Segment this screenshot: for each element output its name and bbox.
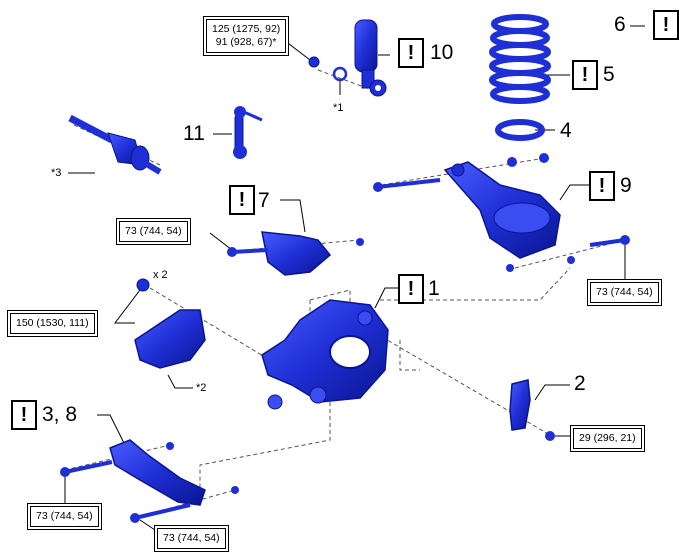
caution-icon-9: ! <box>589 171 615 201</box>
caution-icon-6: ! <box>653 10 679 40</box>
torque-spec-value: 73 (744, 54) <box>590 282 659 303</box>
callout-2: 2 <box>574 372 586 395</box>
torque-spec-arm2-bolt-left: 73 (744, 54) <box>27 503 102 530</box>
caution-icon-1: ! <box>398 274 424 304</box>
torque-spec-lower-arm-bolt: 73 (744, 54) <box>587 279 662 306</box>
caution-icon-7: ! <box>229 185 255 215</box>
upper-control-arm <box>227 231 364 276</box>
note-marker-2: *2 <box>196 382 207 394</box>
torque-spec-value: 29 (296, 21) <box>573 428 642 449</box>
shock-absorber <box>354 19 387 97</box>
note-marker-3: *3 <box>51 167 62 179</box>
shock-nut-and-washer <box>308 56 348 82</box>
lower-control-arm-no2 <box>60 439 239 523</box>
member-bolts <box>136 278 150 292</box>
torque-spec-value: 73 (744, 54) <box>30 506 99 527</box>
dashed-assembly-lines <box>64 69 626 519</box>
callout-3-8: 3, 8 <box>42 403 78 426</box>
callout-5: 5 <box>603 63 615 86</box>
callout-11: 11 <box>183 122 205 145</box>
caution-icon-10: ! <box>398 38 424 68</box>
lower-control-arm-no1 <box>443 161 561 259</box>
leader-lines <box>64 25 645 531</box>
coil-spring <box>489 14 551 104</box>
note-marker-1: *1 <box>333 102 344 114</box>
caution-icon-3-8: ! <box>11 400 37 430</box>
torque-spec-sensor-bracket-bolt: 29 (296, 21) <box>570 425 645 452</box>
torque-spec-shock-nut: 125 (1275, 92) 91 (928, 67)* <box>203 16 290 56</box>
torque-spec-upper-arm-bolt: 73 (744, 54) <box>116 218 191 245</box>
torque-spec-value: 73 (744, 54) <box>157 528 226 549</box>
callout-10: 10 <box>430 41 454 64</box>
torque-spec-line1: 125 (1275, 92) <box>212 23 281 35</box>
suspension-member <box>134 309 206 369</box>
spring-insulator <box>495 119 545 141</box>
caution-icon-5: ! <box>572 60 598 90</box>
torque-spec-member-bolt: 150 (1530, 111) <box>7 310 98 337</box>
callout-6: 6 <box>614 13 626 36</box>
rear-axle-carrier <box>261 299 389 410</box>
callout-9: 9 <box>620 174 632 197</box>
arm-bolts-and-nuts <box>373 153 630 272</box>
drive-shaft <box>68 114 162 175</box>
torque-spec-value: 150 (1530, 111) <box>10 313 95 334</box>
torque-spec-arm2-bolt-right: 73 (744, 54) <box>154 525 229 552</box>
callout-1: 1 <box>428 277 440 300</box>
callout-4: 4 <box>560 119 572 142</box>
speed-sensor-bracket <box>509 379 555 441</box>
quantity-label: x 2 <box>153 269 168 281</box>
torque-spec-line2: 91 (928, 67)* <box>215 36 277 48</box>
stabilizer-link <box>233 106 263 159</box>
callout-7: 7 <box>258 189 270 212</box>
torque-spec-value: 73 (744, 54) <box>119 221 188 242</box>
